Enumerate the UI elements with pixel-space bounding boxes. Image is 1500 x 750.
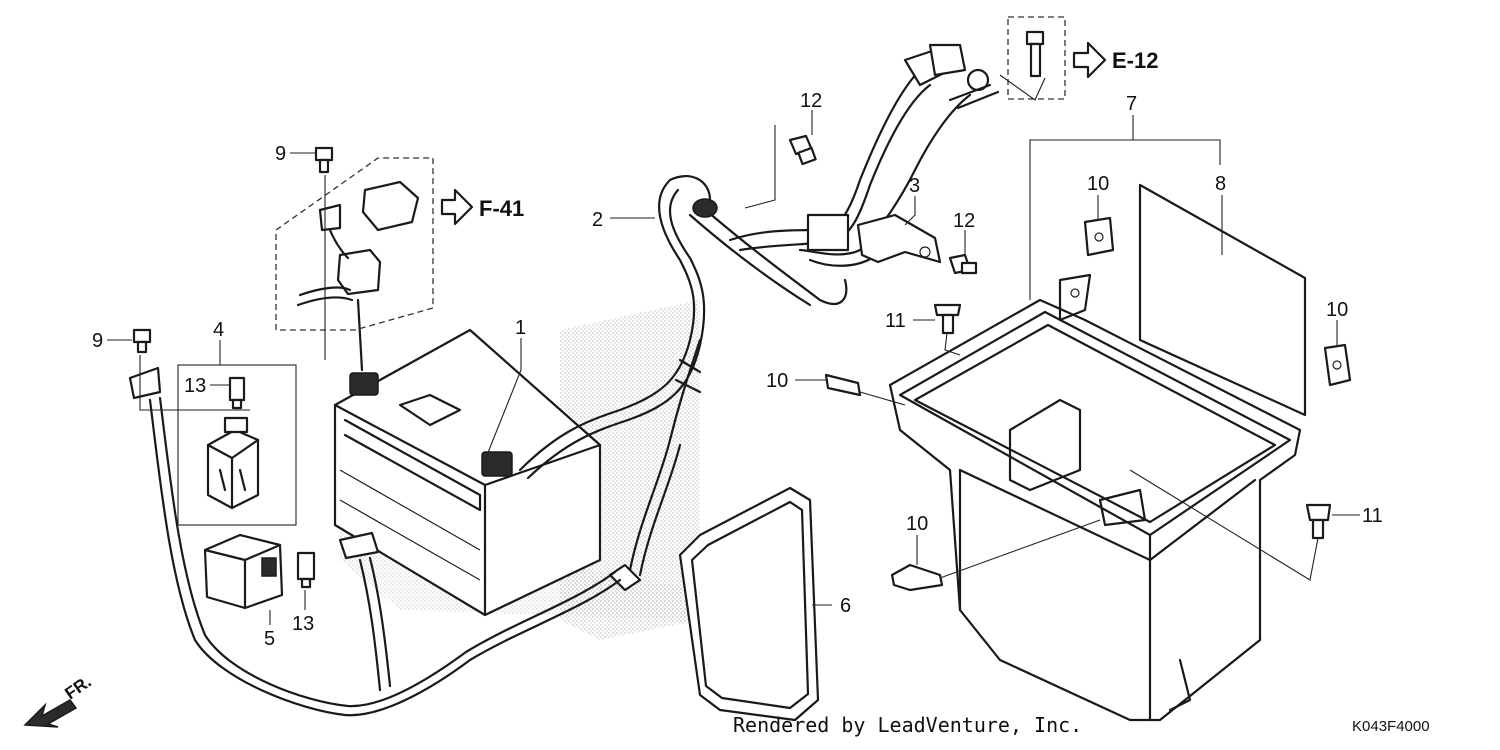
relay-harness bbox=[296, 180, 420, 372]
front-direction-arrow bbox=[23, 699, 78, 728]
f41-reference-arrow bbox=[440, 188, 474, 226]
clip-10-top bbox=[1083, 216, 1115, 257]
callout-9-left: 9 bbox=[92, 330, 103, 352]
relay-cover bbox=[203, 533, 284, 610]
clip-10-bottom bbox=[890, 563, 944, 592]
callout-11-lower: 11 bbox=[1362, 505, 1383, 527]
callout-3: 3 bbox=[909, 175, 920, 197]
callout-10-top: 10 bbox=[1087, 173, 1109, 195]
callout-4: 4 bbox=[213, 319, 224, 341]
callout-11-upper: 11 bbox=[885, 310, 906, 332]
relay-group-box bbox=[177, 364, 297, 526]
negative-cable bbox=[128, 366, 622, 717]
bolt-12-upper bbox=[788, 134, 817, 166]
e12-reference-arrow bbox=[1072, 41, 1107, 79]
callout-10-right: 10 bbox=[1326, 299, 1348, 321]
front-direction-label: FR. bbox=[61, 672, 94, 703]
callout-9-upper: 9 bbox=[275, 143, 286, 165]
callout-7: 7 bbox=[1126, 93, 1137, 115]
callout-12-upper: 12 bbox=[800, 90, 822, 112]
bolt-9-upper bbox=[314, 146, 334, 174]
callout-13-upper: 13 bbox=[184, 375, 206, 397]
callout-10-left: 10 bbox=[766, 370, 788, 392]
leader-lines bbox=[107, 74, 1360, 625]
screw-11-lower bbox=[1305, 503, 1332, 540]
callout-5: 5 bbox=[264, 628, 275, 650]
battery-box-plate bbox=[1138, 183, 1307, 417]
clip-10-left bbox=[824, 373, 862, 397]
callout-13-lower: 13 bbox=[292, 613, 314, 635]
bolt-9-left bbox=[132, 328, 152, 354]
e12-bolt bbox=[1025, 30, 1045, 78]
callout-12-lower: 12 bbox=[953, 210, 975, 232]
callout-10-bottom: 10 bbox=[906, 513, 928, 535]
battery bbox=[333, 328, 602, 617]
reference-f41[interactable]: F-41 bbox=[479, 196, 524, 221]
callout-1: 1 bbox=[515, 317, 526, 339]
footer-credit: Rendered by LeadVenture, Inc. bbox=[733, 713, 1082, 737]
callout-6: 6 bbox=[840, 595, 851, 617]
reference-e12[interactable]: E-12 bbox=[1112, 48, 1158, 73]
diagram-code: K043F4000 bbox=[1352, 718, 1430, 735]
battery-cable bbox=[518, 175, 848, 592]
screw-11-upper bbox=[933, 303, 962, 335]
terminal-cover bbox=[856, 213, 942, 264]
battery-box bbox=[888, 273, 1302, 722]
main-harness bbox=[728, 43, 1000, 267]
f41-dashed-box bbox=[275, 157, 434, 331]
starter-relay bbox=[206, 416, 260, 510]
fuse-13-upper bbox=[228, 376, 246, 410]
clip-10-right bbox=[1323, 343, 1352, 387]
fuse-13-lower bbox=[296, 551, 316, 589]
callout-8: 8 bbox=[1215, 173, 1226, 195]
callout-2: 2 bbox=[592, 209, 603, 231]
bolt-12-lower bbox=[948, 253, 978, 275]
battery-pad bbox=[678, 486, 820, 722]
